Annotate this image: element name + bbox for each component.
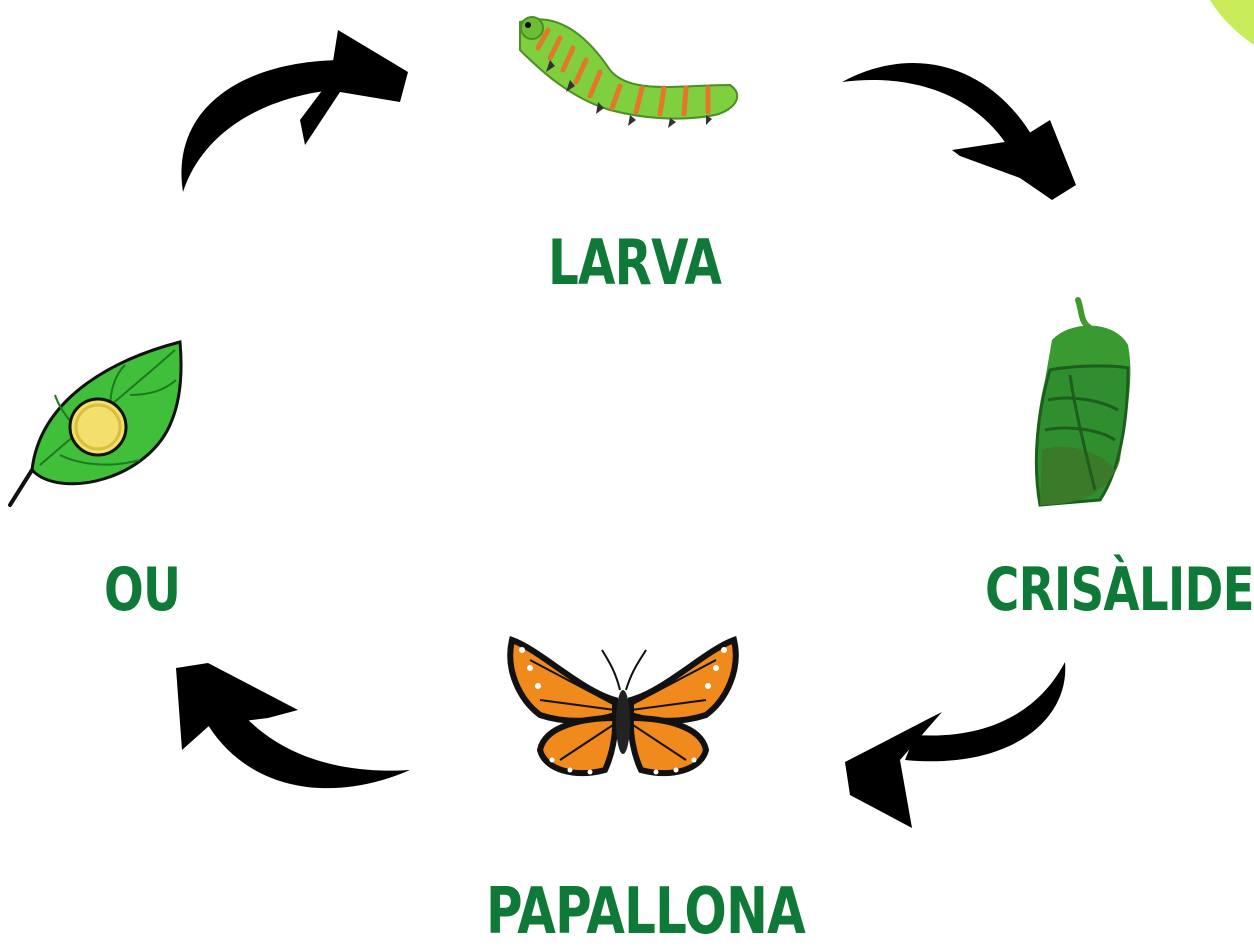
stage-label-papallona: PAPALLONA bbox=[486, 880, 805, 944]
chrysalis-icon bbox=[1035, 300, 1130, 505]
corner-accent-shape bbox=[1210, 0, 1254, 45]
egg-on-leaf-icon bbox=[10, 342, 181, 505]
arrow-papallona-to-ou bbox=[176, 663, 410, 788]
butterfly-icon bbox=[510, 640, 735, 775]
stage-label-crisalide: CRISÀLIDE bbox=[985, 560, 1254, 620]
stage-label-ou: OU bbox=[104, 560, 180, 620]
arrow-larva-to-crisalide bbox=[842, 63, 1076, 200]
arrow-ou-to-larva bbox=[181, 30, 408, 192]
stage-label-larva: LARVA bbox=[548, 232, 721, 294]
caterpillar-icon bbox=[520, 17, 737, 128]
arrow-crisalide-to-papallona bbox=[845, 662, 1065, 828]
